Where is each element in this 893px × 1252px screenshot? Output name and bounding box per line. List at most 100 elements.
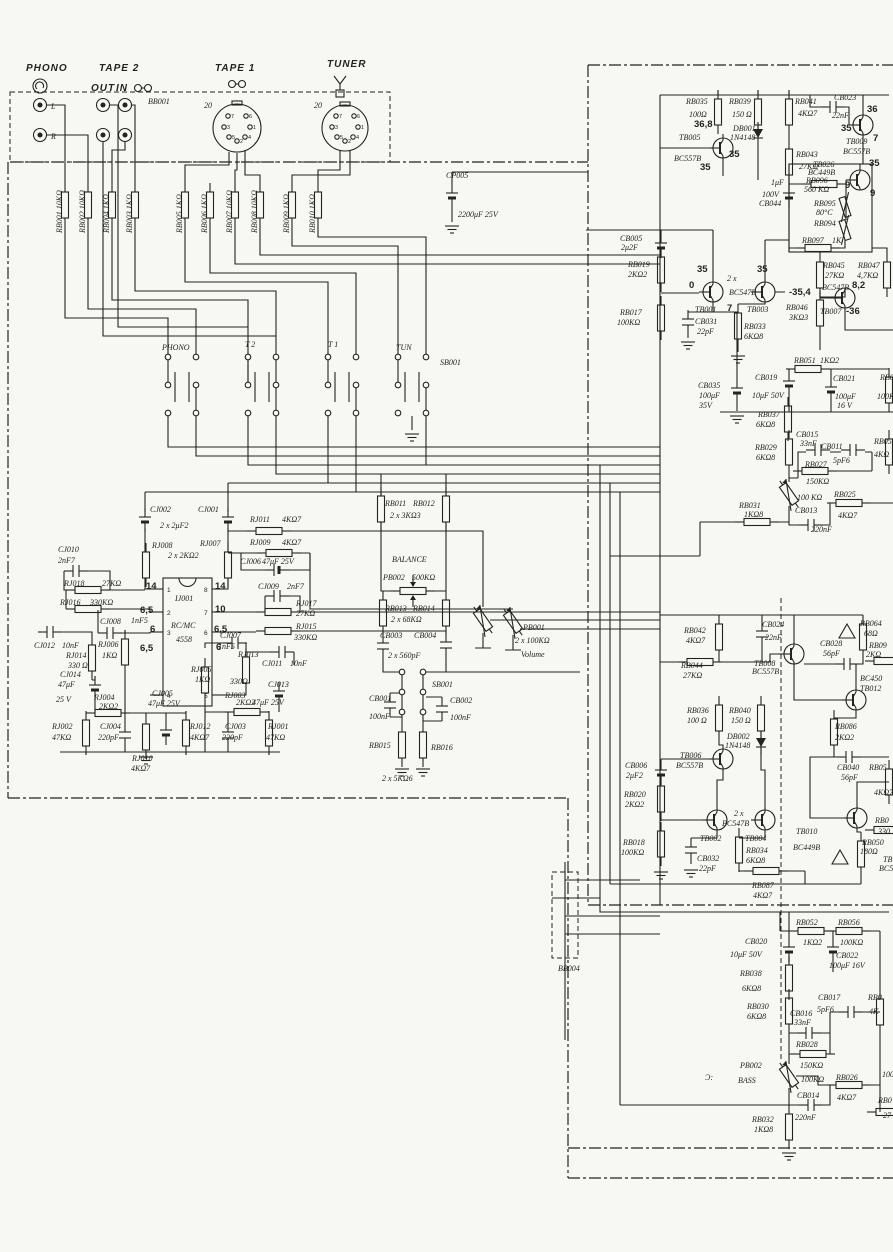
label: 25 V (56, 695, 72, 704)
svg-text:5: 5 (340, 135, 343, 141)
label: 10 (215, 604, 226, 615)
label: 35V (698, 401, 713, 410)
label: 35 (841, 123, 852, 134)
part-gnd-j1 (139, 756, 153, 765)
label: 2 x 560pF (388, 651, 421, 660)
part-phono-icon (32, 78, 48, 94)
svg-text:7: 7 (339, 114, 342, 120)
label: 2μF2 (626, 771, 643, 780)
label: BC547B (822, 283, 849, 292)
label: 56pF (823, 649, 840, 658)
resistor-RB002 (83, 183, 93, 227)
label: 220nF (811, 525, 832, 534)
label: BC557B (674, 154, 701, 163)
label: CB013 (795, 506, 817, 515)
part-tape2-in-l (117, 97, 133, 113)
label: -36 (846, 306, 860, 317)
label: 4KΩ7 (131, 764, 151, 773)
resistor-RB017 (656, 296, 666, 340)
label: 6KΩ8 (756, 420, 775, 429)
label: 100K (877, 392, 893, 401)
label: 5 (204, 693, 208, 700)
resistor-RB008 (255, 183, 265, 227)
label: CJ013 (268, 680, 289, 689)
resistor-RB087 (744, 866, 788, 876)
label: 4KΩ7 (282, 538, 302, 547)
label: 2KΩ2 (835, 733, 854, 742)
capacitor-CB004 (440, 633, 452, 657)
label: PHONO (26, 63, 68, 74)
label: RJ018 (63, 579, 84, 588)
capacitor-CB003 (377, 634, 389, 658)
label: 7 (204, 610, 208, 617)
label: 1μF (771, 178, 784, 187)
label: RB050 (861, 838, 884, 847)
label: 5pF6 (817, 1005, 834, 1014)
label: 1KΩ (102, 651, 117, 660)
resistor-RJ016 (66, 604, 110, 614)
label: 6 (150, 624, 155, 635)
capacitor-CB028 (835, 658, 859, 670)
label: 4KΩ7 (686, 636, 706, 645)
label: BC557B (752, 667, 779, 676)
resistor-RB027 (793, 466, 837, 476)
label: 47μF 25V (252, 698, 285, 707)
resistor-RJ008 (141, 543, 151, 587)
resistor-RJ018 (66, 585, 110, 595)
part-phono-r (32, 127, 48, 143)
resistor-RB041 (784, 90, 794, 134)
label: Volume (521, 650, 545, 659)
capacitor-CB021 (825, 378, 837, 402)
label: 4KΩ (874, 450, 889, 459)
label: RB031 (738, 501, 761, 510)
label: TB005 (679, 133, 700, 142)
label: Ɔ: (705, 1073, 713, 1082)
label: RC/MC (170, 621, 196, 630)
label: RB05 (873, 437, 892, 446)
label: RB094 (813, 219, 836, 228)
label: RB006 1KΩ (200, 194, 209, 234)
potentiometer-PB001-vol-r (502, 607, 524, 639)
svg-text:3: 3 (227, 125, 230, 131)
label: RJ016 (59, 598, 80, 607)
resistor-RJ003 (225, 707, 269, 717)
label: RB010 1KΩ (308, 194, 317, 234)
label: RJ013 (237, 650, 258, 659)
label: 47μF 25V (262, 557, 295, 566)
label: 4KΩ7 (798, 109, 818, 118)
resistor-R-edge4 (865, 825, 893, 835)
label: CB032 (697, 854, 719, 863)
label: 27 (883, 1111, 892, 1120)
capacitor-CB014 (799, 1099, 823, 1111)
capacitor-CB001 (384, 693, 396, 717)
label: SB001 (440, 358, 461, 367)
label: RB002 10KΩ (78, 190, 87, 234)
label: RB095 (813, 199, 836, 208)
resistor-RB096 (802, 179, 846, 189)
label: RB015 (368, 741, 391, 750)
label: 100nF (369, 712, 390, 721)
label: DB001 (732, 124, 756, 133)
label: RJ008 (151, 541, 172, 550)
resistor-RB051 (786, 364, 830, 374)
part-gnd-rb032 (782, 1152, 796, 1161)
capacitor-CB024 (756, 622, 768, 646)
label: RB045 (822, 261, 845, 270)
label: 1K (832, 236, 842, 245)
label: 5pF6 (833, 456, 850, 465)
label: IN (116, 83, 128, 94)
resistor-RB012 (441, 487, 451, 531)
resistor-RB016 (418, 723, 428, 767)
label: 1nF5 (218, 642, 235, 651)
wires-selector (144, 360, 660, 512)
svg-text:2: 2 (348, 139, 351, 145)
wires-tone-mid (609, 451, 893, 885)
label: 500KΩ (412, 573, 435, 582)
label: CB028 (820, 639, 842, 648)
resistor-RJ002 (81, 711, 91, 755)
label: 10μF 50V (752, 391, 785, 400)
label: 22nF (832, 111, 849, 120)
part-sw-phono (164, 353, 200, 417)
label: 100μF (699, 391, 720, 400)
